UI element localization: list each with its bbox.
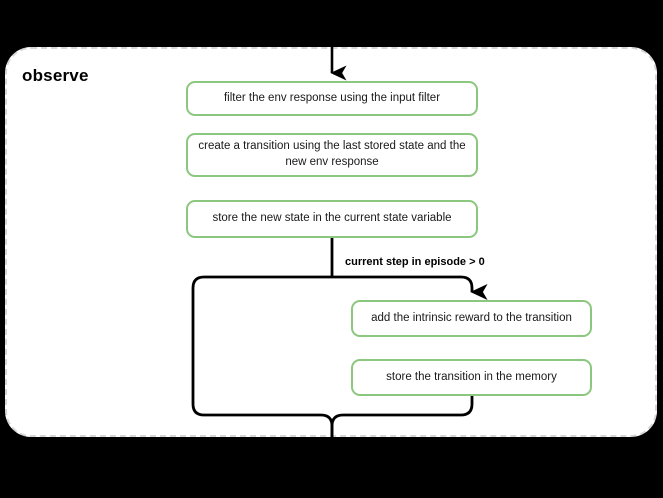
edge-label-condition: current step in episode > 0 [345,256,485,268]
node-add-intrinsic-reward[interactable]: add the intrinsic reward to the transiti… [351,300,592,337]
group-title: observe [22,66,89,85]
node-store-new-state[interactable]: store the new state in the current state… [186,200,478,238]
node-filter-env-response[interactable]: filter the env response using the input … [186,81,478,116]
node-store-transition-memory[interactable]: store the transition in the memory [351,359,592,396]
node-create-transition[interactable]: create a transition using the last store… [186,133,478,177]
